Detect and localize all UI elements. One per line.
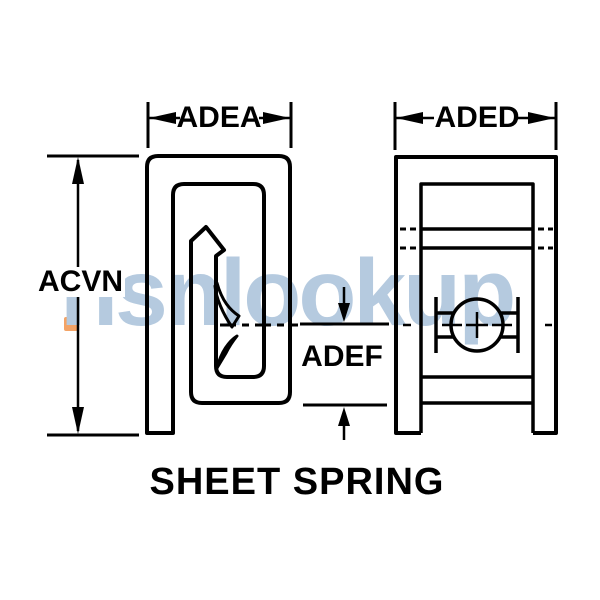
- tab-cut-lower-crescent: [215, 334, 239, 370]
- acvn-bottom-arrowhead-icon: [72, 407, 84, 434]
- adef-dimension: [300, 287, 389, 440]
- page-title: SHEET SPRING: [149, 461, 445, 503]
- front-view-outline: [394, 155, 558, 435]
- adef-up-arrowhead-icon: [338, 407, 350, 426]
- adef-down-arrowhead-icon: [338, 303, 350, 322]
- adea-dimension-label: ADEA: [176, 101, 262, 134]
- front-view-inner: [419, 182, 535, 433]
- aded-dimension-label: ADED: [434, 101, 520, 134]
- dome-brackets: [434, 297, 520, 353]
- adea-right-arrowhead-icon: [263, 112, 290, 124]
- front-view: [394, 155, 558, 435]
- adea-left-arrowhead-icon: [149, 112, 176, 124]
- adef-dimension-label: ADEF: [301, 340, 383, 373]
- acvn-reference-lines: [47, 154, 139, 437]
- adea-extension-lines: [146, 102, 293, 148]
- front-view-bend-lines: [421, 227, 533, 405]
- acvn-top-arrowhead-icon: [72, 157, 84, 184]
- aded-right-arrowhead-icon: [528, 112, 555, 124]
- adea-dimension: [146, 102, 293, 148]
- acvn-dimension-label: ACVN: [36, 265, 126, 298]
- side-view-outline: [145, 154, 292, 435]
- front-view-hidden-dashes: [400, 227, 553, 250]
- aded-dimension: [393, 102, 558, 150]
- side-view: [145, 154, 298, 435]
- center-cross-icon: [466, 312, 488, 338]
- adef-reference-lines: [300, 322, 389, 407]
- tab-cut-upper-crescent: [213, 281, 241, 329]
- aded-extension-lines: [393, 102, 558, 150]
- aded-left-arrowhead-icon: [396, 112, 423, 124]
- watermark-logo-square: [64, 317, 78, 331]
